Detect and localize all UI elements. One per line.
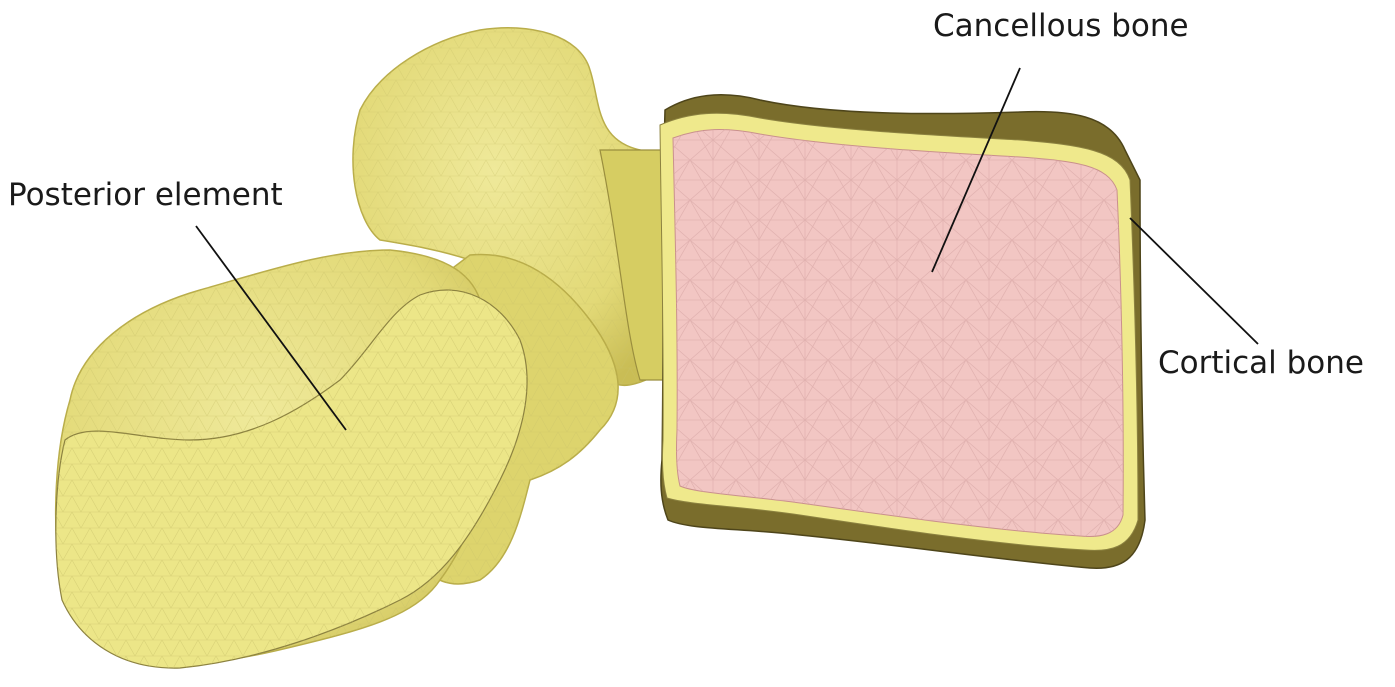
label-cancellous-bone: Cancellous bone: [933, 11, 1189, 42]
label-posterior-element: Posterior element: [8, 180, 283, 211]
posterior-element: [56, 28, 675, 668]
leader-line-cortical: [1130, 218, 1258, 344]
label-cortical-bone: Cortical bone: [1158, 348, 1364, 379]
vertebral-body: [660, 95, 1145, 568]
